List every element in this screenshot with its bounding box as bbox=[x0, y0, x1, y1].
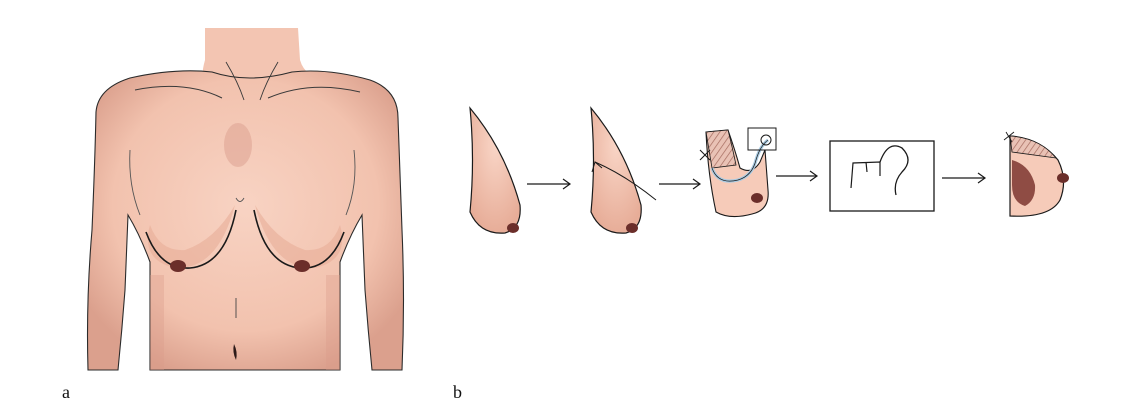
step-3-surgical-flap-icon bbox=[699, 127, 777, 218]
side-shade-left bbox=[150, 275, 164, 370]
step-2-arrowhead bbox=[591, 161, 603, 173]
neck-line-left bbox=[225, 61, 245, 101]
side-shade-right bbox=[326, 275, 340, 370]
step-5-final-breast bbox=[1003, 131, 1069, 217]
arrow-right-icon bbox=[942, 172, 987, 184]
panel-a-torso bbox=[86, 28, 405, 371]
nipple-left bbox=[170, 260, 186, 272]
nipple-right bbox=[294, 260, 310, 272]
step-4-suture-loop bbox=[879, 145, 909, 196]
step-5-inner-tissue bbox=[1012, 160, 1036, 206]
clavicle-right bbox=[267, 86, 361, 99]
step-5-tie-mark bbox=[1003, 131, 1015, 143]
step-3-cross-mark bbox=[699, 149, 711, 161]
step-2-incision-line bbox=[594, 161, 657, 201]
breast-left bbox=[147, 205, 235, 269]
breast-right bbox=[255, 205, 343, 269]
neck bbox=[202, 28, 330, 82]
sternum-shadow bbox=[224, 123, 252, 167]
step-3-hatched-tissue bbox=[705, 129, 737, 169]
arrow-right-icon bbox=[659, 178, 702, 190]
step-2-incision-marking bbox=[590, 106, 657, 234]
armpit-right bbox=[345, 149, 356, 216]
armpit-left bbox=[129, 149, 141, 216]
step-5-hatched-cap bbox=[1009, 135, 1057, 159]
arrow-right-icon bbox=[776, 170, 819, 182]
panel-b-sequence bbox=[469, 106, 1069, 234]
panel-a-label: a bbox=[62, 382, 70, 402]
cleavage-line bbox=[235, 197, 245, 202]
step-3-nipple bbox=[751, 193, 763, 203]
step-4-suture-line bbox=[850, 161, 881, 189]
step-1-nipple bbox=[507, 223, 519, 233]
navel bbox=[233, 344, 237, 360]
step-5-nipple bbox=[1057, 173, 1069, 183]
step-3-detail-circle bbox=[760, 134, 772, 146]
step-3-detail-box bbox=[747, 127, 777, 151]
step-4-suture-pattern-icon bbox=[829, 140, 935, 212]
clavicle-left bbox=[134, 85, 223, 99]
breast-left-outline bbox=[145, 209, 237, 269]
step-1-breast-profile bbox=[469, 106, 521, 234]
torso-body bbox=[86, 70, 405, 371]
neck-line-right bbox=[259, 61, 279, 101]
arrow-right-icon bbox=[527, 178, 572, 190]
step-2-nipple bbox=[626, 223, 638, 233]
step-4-frame bbox=[829, 140, 935, 212]
panel-b-label: b bbox=[453, 382, 462, 402]
